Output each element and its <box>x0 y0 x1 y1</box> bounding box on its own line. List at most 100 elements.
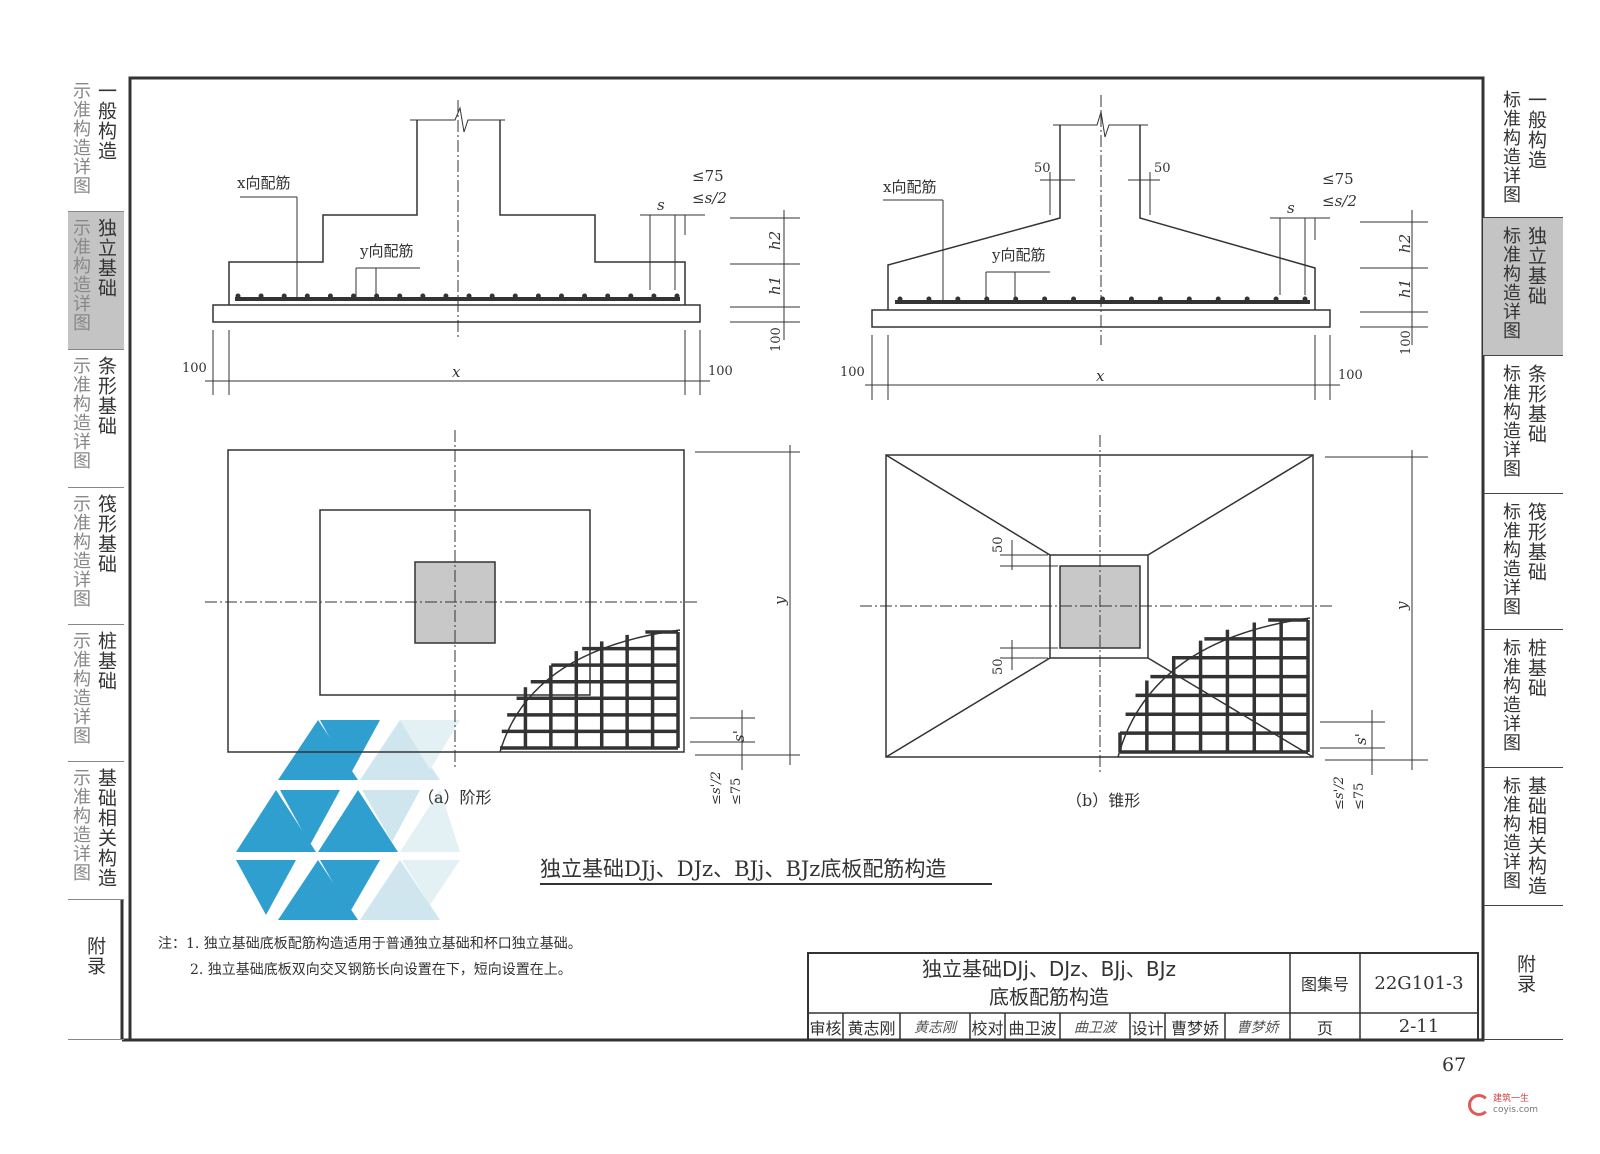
tab-label: 桩基础 <box>1525 638 1547 698</box>
left-sidebar-tab-5[interactable]: 基础相关构造示准构造详图 <box>68 762 124 900</box>
title-line-1: 独立基础DJj、DJz、BJj、BJz <box>922 957 1176 981</box>
sheet-number: 2-11 <box>1398 1016 1440 1037</box>
dim-les2: ≤s/2 <box>692 189 727 207</box>
tab-sub: 标准构造详图 <box>1500 776 1521 890</box>
dim-s-prime: s' <box>730 730 748 742</box>
dim-100-v: 100 <box>769 327 784 352</box>
tab-sub: 示准构造详图 <box>70 356 91 470</box>
plan-b <box>860 435 1428 775</box>
tab-label: 条形基础 <box>1525 364 1547 444</box>
sidebar-tab-6[interactable]: 附录 <box>1483 906 1563 1040</box>
left-sidebar-tab-0[interactable]: 一般构造示准构造详图 <box>68 75 124 212</box>
dim-x: x <box>452 363 461 381</box>
tab-label: 条形基础 <box>95 356 117 436</box>
dim-100-v-b: 100 <box>1399 330 1414 355</box>
designer-name: 曹梦娇 <box>1170 1018 1219 1038</box>
tab-sub: 示准构造详图 <box>70 631 91 745</box>
rebar-dot <box>535 293 541 299</box>
tab-label: 筏形基础 <box>1525 502 1547 582</box>
dim-h1-b: h1 <box>1396 279 1414 298</box>
left-sidebar-tab-6[interactable]: 附录 <box>68 900 124 1040</box>
tab-sub: 示准构造详图 <box>70 81 91 195</box>
dim-les2-b: ≤s/2 <box>1322 192 1357 210</box>
dim-100-right-b: 100 <box>1338 368 1363 383</box>
tab-sub: 示准构造详图 <box>70 494 91 608</box>
sidebar-tab-2[interactable]: 条形基础标准构造详图 <box>1483 356 1563 494</box>
dim-x-b: x <box>1096 367 1105 385</box>
tab-label: 一般构造 <box>95 81 117 161</box>
dim-h2: h2 <box>766 231 784 250</box>
sidebar-tab-3[interactable]: 筏形基础标准构造详图 <box>1483 494 1563 630</box>
check-label: 校对 <box>971 1018 1004 1038</box>
tab-sub: 示准构造详图 <box>70 218 91 332</box>
dim-s-b: s <box>1287 199 1295 217</box>
tab-label: 基础相关构造 <box>95 768 117 888</box>
rebar-dot <box>582 293 588 299</box>
reviewer-signature: 黄志刚 <box>914 1019 956 1036</box>
dim-s: s <box>657 196 665 214</box>
rebar-dot <box>984 296 990 302</box>
rebar-dot <box>1186 296 1192 302</box>
dim-s-prime-b: s' <box>1352 733 1370 745</box>
page-number: 67 <box>1442 1054 1467 1076</box>
x-rebar-label: x向配筋 <box>237 174 290 192</box>
watermark-logo-icon <box>1468 1094 1490 1116</box>
section-b <box>865 95 1428 400</box>
tab-label: 基础相关构造 <box>1525 776 1547 896</box>
rebar-dot <box>466 293 472 299</box>
rebar-dot <box>1302 296 1308 302</box>
rebar-dot <box>1273 296 1279 302</box>
design-label: 设计 <box>1131 1018 1164 1038</box>
dim-50-top: 50 <box>991 536 1006 553</box>
checker-name: 曲卫波 <box>1008 1018 1057 1038</box>
rebar-dot <box>605 293 611 299</box>
tab-label: 独立基础 <box>1525 226 1547 306</box>
rebar-dot <box>512 293 518 299</box>
watermark-text: 建筑一生 <box>1493 1094 1530 1104</box>
review-label: 审核 <box>809 1018 842 1038</box>
rebar-dot <box>674 293 680 299</box>
title-block-grid <box>807 952 1479 1041</box>
tab-label: 附录 <box>84 936 106 976</box>
tab-sub: 标准构造详图 <box>1500 364 1521 478</box>
rebar-dot <box>1013 296 1019 302</box>
left-sidebar-tab-4[interactable]: 桩基础示准构造详图 <box>68 625 124 762</box>
rebar-dot <box>489 293 495 299</box>
section-a <box>205 100 800 395</box>
reviewer-name: 黄志刚 <box>847 1018 896 1038</box>
plan-a <box>205 430 800 770</box>
tab-label: 一般构造 <box>1525 90 1547 170</box>
sidebar-tab-5[interactable]: 基础相关构造标准构造详图 <box>1483 768 1563 906</box>
rebar-dot <box>443 293 449 299</box>
tab-sub: 示准构造详图 <box>70 768 91 882</box>
left-sidebar-tab-1[interactable]: 独立基础示准构造详图 <box>68 212 124 350</box>
dim-100-left-b: 100 <box>840 365 865 380</box>
tab-label: 筏形基础 <box>95 494 117 574</box>
left-sidebar-tab-2[interactable]: 条形基础示准构造详图 <box>68 350 124 488</box>
y-rebar-label-b: y向配筋 <box>991 246 1045 264</box>
rebar-dot <box>628 293 634 299</box>
rebar-dot <box>327 293 333 299</box>
dim-50-right: 50 <box>1154 161 1171 176</box>
dim-50-bottom: 50 <box>991 658 1006 675</box>
note-2: 2. 独立基础底板双向交叉钢筋长向设置在下，短向设置在上。 <box>190 961 572 978</box>
atlas-number: 22G101-3 <box>1374 972 1464 994</box>
rebar-dot <box>235 293 241 299</box>
rebar-dot <box>281 293 287 299</box>
tab-label: 附录 <box>1514 954 1536 994</box>
rebar-dot <box>651 293 657 299</box>
tab-sub: 标准构造详图 <box>1500 226 1521 340</box>
title-line-2: 底板配筋构造 <box>989 985 1109 1009</box>
left-sidebar-tab-3[interactable]: 筏形基础示准构造详图 <box>68 488 124 625</box>
sidebar-tab-0[interactable]: 一般构造标准构造详图 <box>1483 82 1563 218</box>
rebar-dot <box>304 293 310 299</box>
rebar-dot <box>1071 296 1077 302</box>
dim-le75-b: ≤75 <box>1322 170 1354 188</box>
sidebar-tab-4[interactable]: 桩基础标准构造详图 <box>1483 630 1563 768</box>
atlas-label: 图集号 <box>1300 975 1349 994</box>
dim-100-left: 100 <box>182 361 207 376</box>
rebar-dot <box>1157 296 1163 302</box>
sidebar-tab-1[interactable]: 独立基础标准构造详图 <box>1483 218 1563 356</box>
rebar-dot <box>558 293 564 299</box>
